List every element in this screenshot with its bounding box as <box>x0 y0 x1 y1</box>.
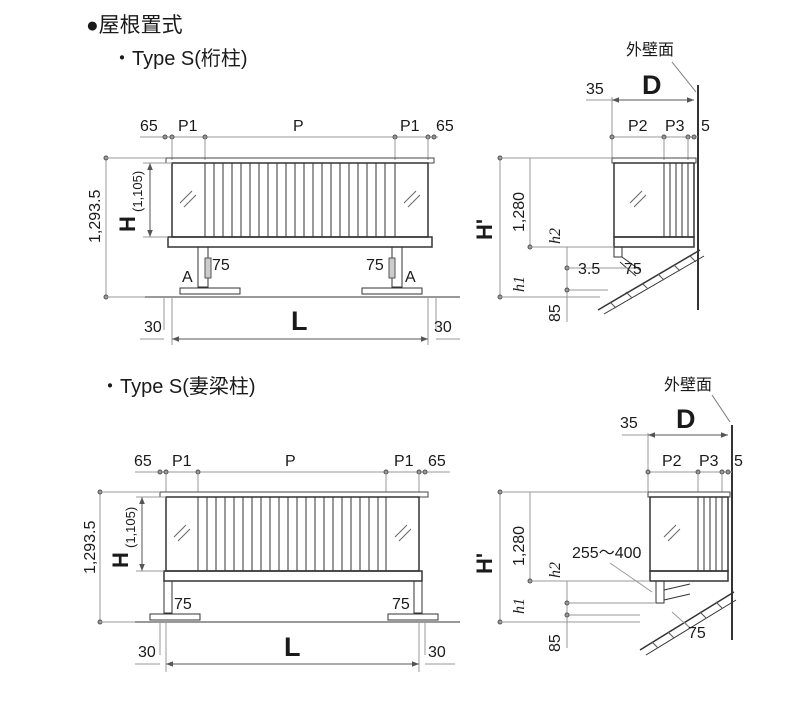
s1-side-height-main: 1,280 <box>511 192 528 232</box>
s1-side-post-dim: 75 <box>624 261 642 278</box>
s1-top-dim-65-left: 65 <box>140 118 158 135</box>
s2-top-dim-p: P <box>285 453 296 470</box>
s2-side-top-p3: P3 <box>699 453 719 470</box>
section2-side-view <box>497 394 737 656</box>
s2-side-h1: h1 <box>511 598 528 614</box>
s2-length-label: L <box>284 632 301 662</box>
s2-side-range: 255～400 <box>572 545 641 562</box>
s1-post-label-right: A <box>405 269 416 286</box>
s1-side-top-5: 5 <box>701 118 710 135</box>
s2-top-dim-p1-right: P1 <box>394 453 414 470</box>
s1-bottom-dim-right: 30 <box>434 319 452 336</box>
s1-top-dim-65-right: 65 <box>436 118 454 135</box>
s2-top-dim-65-right: 65 <box>428 453 446 470</box>
section1-heading: ・Type S(桁柱) <box>112 47 248 70</box>
section1-front-view <box>103 134 460 345</box>
s2-bottom-dim-right: 30 <box>428 644 446 661</box>
s1-height-h: H <box>115 216 140 232</box>
s2-side-depth: D <box>676 404 696 434</box>
s1-height-total: 1,293.5 <box>87 190 104 243</box>
s2-side-h2: h2 <box>547 562 564 578</box>
s2-post-dim-left: 75 <box>174 596 192 613</box>
s1-side-offset: 35 <box>586 81 604 98</box>
s2-side-post-dim: 75 <box>688 625 706 642</box>
s1-side-height-total: H' <box>472 219 497 240</box>
s2-height-h: H <box>108 552 133 568</box>
section2-front-view <box>97 469 460 672</box>
section2-heading: ・Type S(妻梁柱) <box>100 375 256 398</box>
s2-height-h-sub: (1,105) <box>123 507 138 548</box>
s2-bottom-dim-left: 30 <box>138 644 156 661</box>
s1-side-gap: 3.5 <box>578 261 600 278</box>
s2-top-dim-p1-left: P1 <box>172 453 192 470</box>
s1-top-dim-p: P <box>293 118 304 135</box>
s1-top-dim-p1-left: P1 <box>178 118 198 135</box>
s1-post-dim-left: 75 <box>212 257 230 274</box>
s1-side-h2: h2 <box>547 228 564 244</box>
s1-wall-label: 外壁面 <box>626 40 674 59</box>
s2-side-height-main: 1,280 <box>511 526 528 566</box>
s1-bottom-dim-left: 30 <box>144 319 162 336</box>
s2-wall-label: 外壁面 <box>664 375 712 394</box>
s1-post-label-left: A <box>182 269 193 286</box>
s2-top-dim-65-left: 65 <box>134 453 152 470</box>
s2-side-top-p2: P2 <box>662 453 682 470</box>
s1-top-dim-p1-right: P1 <box>400 118 420 135</box>
s2-side-offset: 35 <box>620 415 638 432</box>
s2-post-dim-right: 75 <box>392 596 410 613</box>
s2-height-total: 1,293.5 <box>82 521 99 574</box>
s1-post-dim-right: 75 <box>366 257 384 274</box>
s2-side-top-5: 5 <box>734 453 743 470</box>
s1-side-base: 85 <box>547 304 564 322</box>
diagram-title: ●屋根置式 <box>86 14 183 37</box>
s1-height-h-sub: (1,105) <box>130 171 145 212</box>
s1-length-label: L <box>291 306 308 336</box>
section1-side-view <box>497 61 705 322</box>
s1-side-top-p2: P2 <box>628 118 648 135</box>
s2-side-height-total: H' <box>472 553 497 574</box>
s1-side-depth: D <box>642 70 662 100</box>
s1-side-top-p3: P3 <box>665 118 685 135</box>
s1-side-h1: h1 <box>511 276 528 292</box>
s2-side-base: 85 <box>547 634 564 652</box>
